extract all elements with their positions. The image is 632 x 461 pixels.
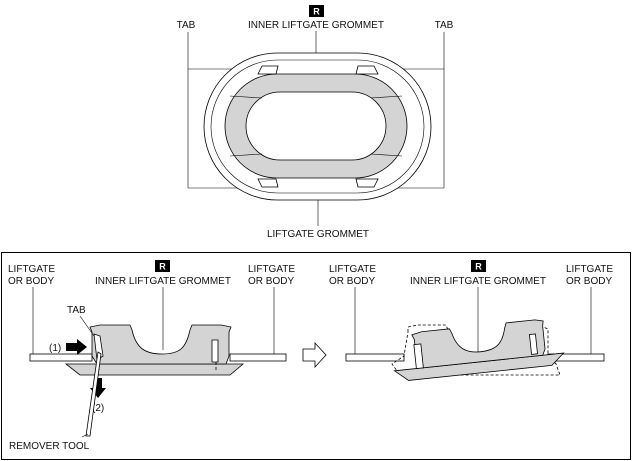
bl-body-right-line1: LIFTGATE: [248, 264, 295, 275]
br-badge-text: R: [475, 262, 482, 272]
top-badge: [309, 5, 324, 17]
br-tab-right: [529, 333, 538, 355]
bl-step1-label: (1): [49, 343, 61, 354]
bl-arrow-push: [66, 339, 87, 355]
bottom-frame: [1, 252, 631, 460]
top-tab-right-label: TAB: [435, 20, 454, 31]
inner-liftgate-grommet-top-view: [224, 73, 408, 179]
bl-body-right-line2: OR BODY: [248, 276, 294, 287]
bl-badge-text: R: [159, 262, 166, 272]
inner-grommet-divider-1: [229, 95, 263, 99]
bottom-right-view: LIFTGATE OR BODY R INNER LIFTGATE GROMME…: [329, 260, 613, 381]
bl-remover-leader: [81, 433, 89, 438]
bl-body-left-line1: LIFTGATE: [8, 264, 55, 275]
top-tab-shape-4: [355, 178, 379, 188]
bl-tab-label: TAB: [67, 305, 86, 316]
transition-arrow: [302, 341, 327, 369]
br-body-panel-left: [345, 353, 405, 362]
top-liftgate-grommet-label: LIFTGATE GROMMET: [267, 229, 369, 240]
bl-grommet-flange: [64, 363, 245, 376]
br-body-right-line2: OR BODY: [566, 276, 612, 287]
br-body-left-line2: OR BODY: [329, 276, 375, 287]
bottom-left-view: LIFTGATE OR BODY R INNER LIFTGATE GROMME…: [8, 260, 295, 452]
inner-grommet-divider-3: [229, 153, 263, 157]
bl-body-panel-right: [229, 353, 287, 362]
br-tilted-grommet: [393, 319, 565, 381]
top-tab-left-label: TAB: [177, 20, 196, 31]
bl-badge: [155, 260, 170, 272]
top-tab-shape-1: [257, 65, 279, 75]
br-tab-left: [413, 343, 424, 369]
bl-step2-label: (2): [92, 403, 104, 414]
bl-inner-grommet-label: INNER LIFTGATE GROMMET: [95, 276, 231, 287]
bl-body-left-line2: OR BODY: [8, 276, 54, 287]
inner-grommet-divider-4: [370, 153, 403, 157]
br-inner-grommet-body: [411, 319, 546, 369]
bl-remover-tool-label: REMOVER TOOL: [9, 441, 90, 452]
bl-inner-grommet-body: [89, 324, 232, 365]
remover-tool: [85, 351, 102, 437]
br-badge: [471, 260, 486, 272]
top-tab-shape-2: [355, 65, 379, 75]
bl-tab-right: [211, 339, 219, 363]
inner-grommet-divider-2: [370, 95, 403, 99]
br-body-right-line1: LIFTGATE: [566, 264, 613, 275]
top-badge-text: R: [313, 7, 320, 17]
bl-body-panel-left: [29, 353, 93, 362]
br-body-left-line1: LIFTGATE: [329, 264, 376, 275]
top-inner-grommet-label: INNER LIFTGATE GROMMET: [248, 20, 384, 31]
bl-tab-leader: [79, 315, 95, 337]
top-view: R INNER LIFTGATE GROMMET TAB TAB LIFTGAT…: [177, 5, 454, 240]
br-inner-grommet-label: INNER LIFTGATE GROMMET: [410, 276, 546, 287]
top-tab-shape-3: [257, 178, 279, 188]
liftgate-grommet-inner-ring: [210, 59, 425, 194]
